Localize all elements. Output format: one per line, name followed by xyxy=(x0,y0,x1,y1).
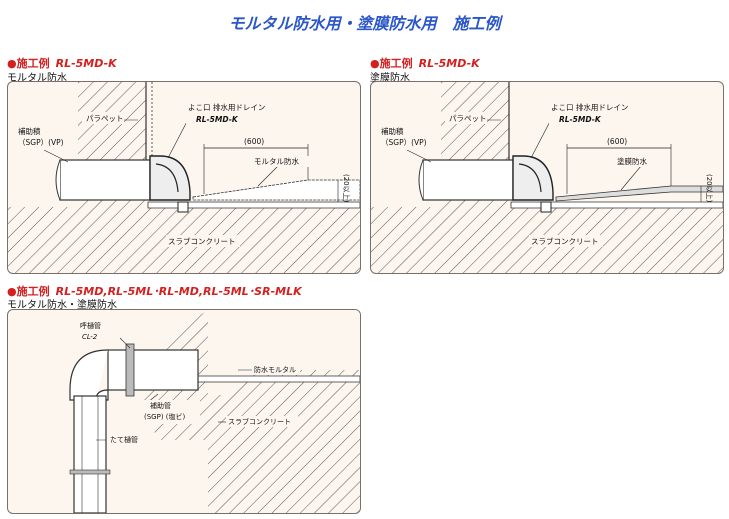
label-parapet: パラペット xyxy=(86,114,124,123)
label-vent-pipe: 呼樋管 xyxy=(80,321,101,330)
label-waterproof: モルタル防水 xyxy=(254,156,299,166)
vertical-pipe xyxy=(73,395,107,513)
drain-body xyxy=(512,155,554,201)
diagram-coating-drawing: パラペット よこ口 排水用ドレイン RL-5MD-K 補助積 （SGP）(VP)… xyxy=(371,82,723,273)
label-thickness: (20以上) xyxy=(705,174,714,203)
diagram-panel-mortar: パラペット よこ口 排水用ドレイン RL-5MD-K 補助積 （SGP）(VP)… xyxy=(7,81,361,274)
auxiliary-pipe xyxy=(422,159,514,201)
label-drain-name: よこ口 排水用ドレイン xyxy=(551,102,628,112)
label-parapet: パラペット xyxy=(449,114,487,123)
drain-bolt xyxy=(177,201,189,213)
label-slab: スラブコンクリート xyxy=(531,236,599,246)
label-waterproof: 塗膜防水 xyxy=(617,156,647,166)
label-drain-name: よこ口 排水用ドレイン xyxy=(188,102,265,112)
section-1-subtitle: モルタル防水 xyxy=(7,73,67,84)
label-dimension: (600) xyxy=(244,137,264,146)
flange xyxy=(125,343,135,397)
label-slab: スラブコンクリート xyxy=(228,417,291,426)
label-vent-code: CL-2 xyxy=(82,333,98,341)
mortar-layer xyxy=(192,179,360,201)
label-aux-pipe: 補助積 xyxy=(381,126,404,136)
drain-bolt xyxy=(540,201,552,213)
label-aux-pipe-material: （SGP）(VP) xyxy=(381,138,427,147)
section-2-heading: ●施工例 RL-5MD-K xyxy=(370,55,480,71)
label-slab: スラブコンクリート xyxy=(168,236,236,246)
section-1-model: RL-5MD-K xyxy=(55,57,117,70)
section-2-model: RL-5MD-K xyxy=(418,57,480,70)
label-aux-pipe-material: (SGP) (塩ビ) xyxy=(144,412,186,421)
auxiliary-pipe xyxy=(59,159,151,201)
diagram-combined-drawing: 呼樋管 CL-2 防水モルタル 補助管 (SGP) (塩ビ) スラブコンクリート… xyxy=(69,310,360,513)
section-3-model: RL-5MD,RL-5ML･RL-MD,RL-5ML･SR-MLK xyxy=(55,285,302,298)
section-3-heading-label: 施工例 xyxy=(16,285,50,298)
label-drain-model: RL-5MD-K xyxy=(559,115,602,124)
waterproof-mortar-layer xyxy=(197,375,360,383)
diagram-mortar-drawing: パラペット よこ口 排水用ドレイン RL-5MD-K 補助積 （SGP）(VP)… xyxy=(8,82,360,273)
section-1-heading: ●施工例 RL-5MD-K xyxy=(7,55,117,71)
bullet-icon: ● xyxy=(7,57,17,70)
label-aux-pipe: 補助積 xyxy=(18,126,41,136)
section-3-subtitle: モルタル防水・塗膜防水 xyxy=(7,300,117,311)
label-vertical-pipe: たて樋管 xyxy=(110,435,138,444)
bullet-icon: ● xyxy=(370,57,380,70)
bullet-icon: ● xyxy=(7,285,17,298)
label-thickness: (20以上) xyxy=(342,174,351,203)
page-title: モルタル防水用・塗膜防水用 施工例 xyxy=(228,14,501,33)
section-2-heading-label: 施工例 xyxy=(379,57,413,70)
section-3-heading: ●施工例 RL-5MD,RL-5ML･RL-MD,RL-5ML･SR-MLK xyxy=(7,283,302,299)
diagram-panel-combined: 呼樋管 CL-2 防水モルタル 補助管 (SGP) (塩ビ) スラブコンクリート… xyxy=(7,309,361,514)
diagram-panel-coating: パラペット よこ口 排水用ドレイン RL-5MD-K 補助積 （SGP）(VP)… xyxy=(370,81,724,274)
drain-body xyxy=(149,155,191,201)
label-drain-model: RL-5MD-K xyxy=(196,115,239,124)
section-2-subtitle: 塗膜防水 xyxy=(370,73,410,84)
elbow xyxy=(69,349,109,401)
label-aux-pipe: 補助管 xyxy=(150,401,171,410)
label-dimension: (600) xyxy=(607,137,627,146)
section-1-heading-label: 施工例 xyxy=(16,57,50,70)
label-aux-pipe-material: （SGP）(VP) xyxy=(18,138,64,147)
horizontal-pipe xyxy=(107,349,199,391)
label-waterproof-mortar: 防水モルタル xyxy=(254,365,296,374)
coating-layer xyxy=(555,185,723,202)
